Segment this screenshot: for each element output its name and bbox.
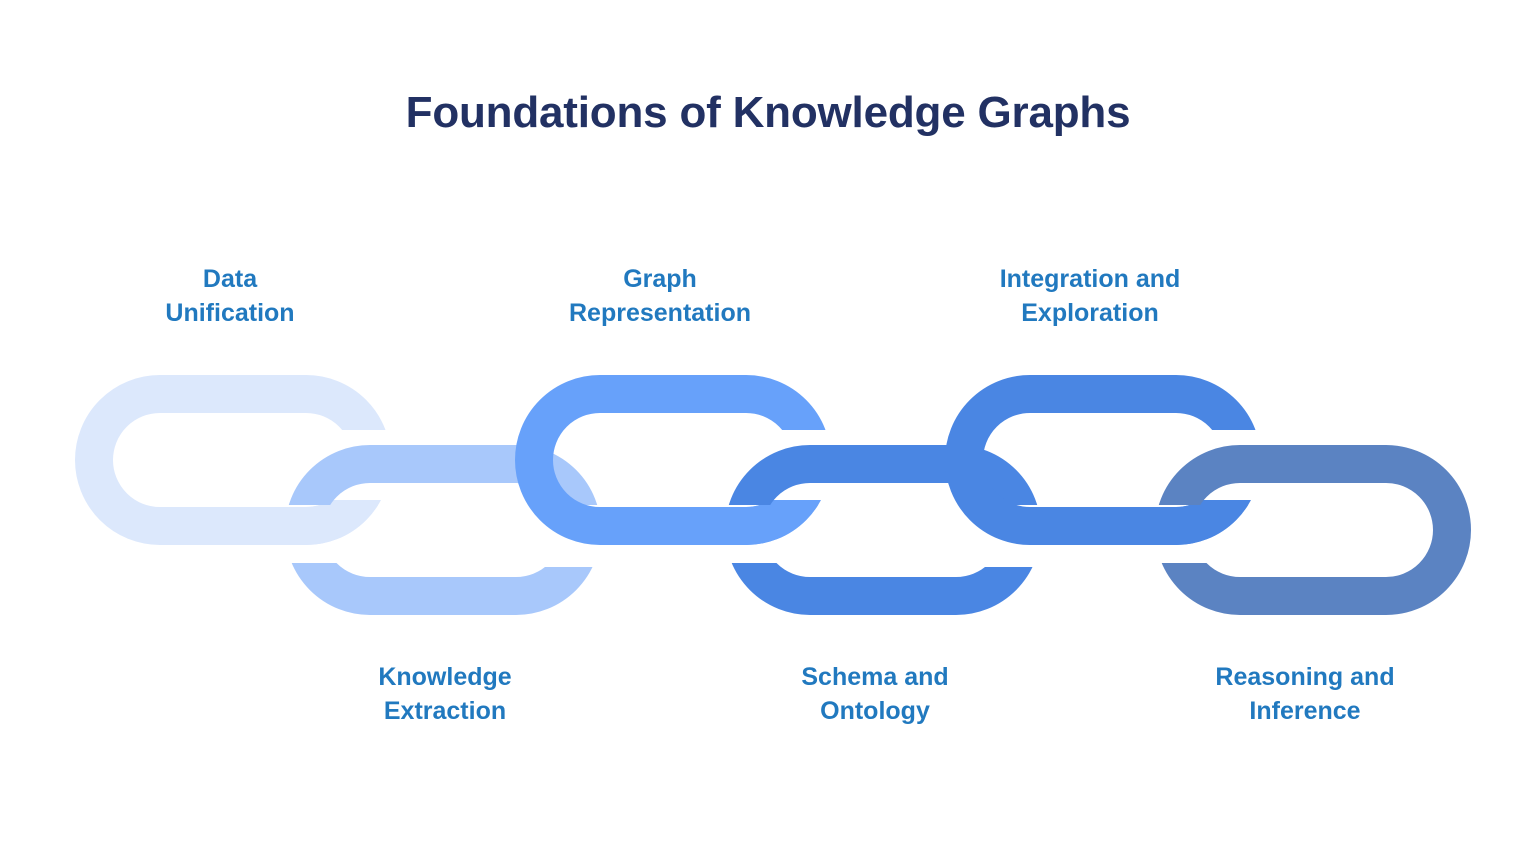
page-title: Foundations of Knowledge Graphs: [405, 88, 1131, 137]
stage-label-data-unification: Data Unification: [165, 265, 295, 327]
stage-label-integration-and-exploration: Integration and Exploration: [999, 265, 1181, 327]
stage-label-schema-and-ontology: Schema and Ontology: [801, 663, 949, 725]
stage-label-knowledge-extraction: Knowledge Extraction: [378, 663, 512, 725]
stage-label-reasoning-and-inference: Reasoning and Inference: [1215, 663, 1395, 725]
stage-label-graph-representation: Graph Representation: [569, 265, 751, 327]
